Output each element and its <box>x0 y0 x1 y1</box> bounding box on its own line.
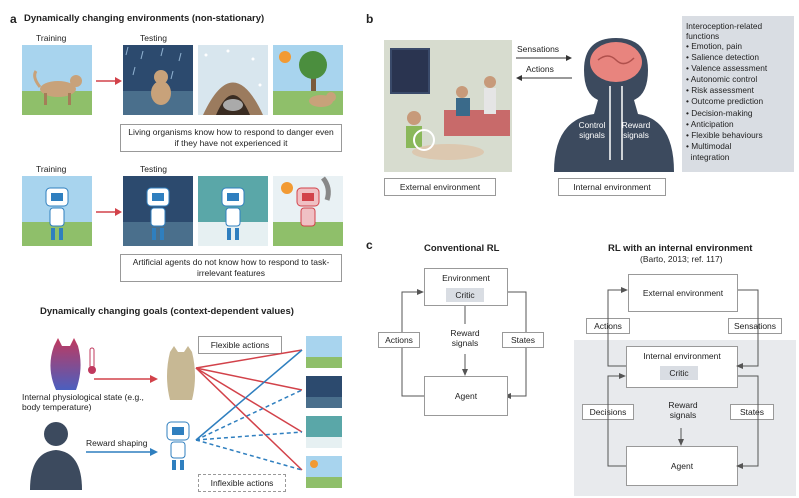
sensations-label: Sensations <box>517 44 560 54</box>
goal-scene-2 <box>306 376 342 408</box>
int-agent-box: Agent <box>626 446 738 486</box>
robot-icon <box>45 187 69 240</box>
robot-fire-icon <box>281 176 331 227</box>
inflexible-actions-box: Inflexible actions <box>198 474 286 492</box>
conv-environment-box: Environment <box>424 268 508 306</box>
interoception-list: Interoception-related functions • Emotio… <box>682 16 794 172</box>
goal-scene-3 <box>306 416 342 448</box>
intero-item: • Valence assessment <box>686 63 768 74</box>
conv-reward-label: Reward signals <box>450 328 480 348</box>
actions-label-b: Actions <box>526 64 554 74</box>
int-states-box: States <box>730 404 774 420</box>
internal-rl-subtitle: (Barto, 2013; ref. 117) <box>640 254 723 264</box>
conventional-rl-title: Conventional RL <box>424 243 500 254</box>
conv-states-box: States <box>502 332 544 348</box>
robot-rain-icon <box>146 187 170 240</box>
robot-testing-scene-fire <box>273 176 343 246</box>
training-scene-robot <box>22 176 92 246</box>
panel-a-letter: a <box>10 12 17 26</box>
cat-walking-icon <box>33 70 82 105</box>
intero-item: • Risk assessment <box>686 85 754 96</box>
intero-item: • Anticipation <box>686 118 734 129</box>
rain-icon <box>125 46 182 105</box>
intero-item: • Salience detection <box>686 52 760 63</box>
testing-scene-snow-cave <box>198 45 268 115</box>
training-label-top: Training <box>36 33 67 43</box>
physio-label: Internal physiological state (e.g., body… <box>22 392 144 412</box>
goal-arrows <box>195 349 303 471</box>
cat-sitting-icon <box>167 346 195 400</box>
goals-title: Dynamically changing goals (context-depe… <box>40 306 294 317</box>
goal-scene-1 <box>306 336 342 368</box>
robot-snow-icon <box>221 187 245 240</box>
int-sensations-box: Sensations <box>728 318 782 334</box>
reward-shaping-arrow <box>86 448 158 456</box>
intero-item: integration <box>686 151 730 162</box>
testing-label-top: Testing <box>140 33 167 43</box>
panel-c-letter: c <box>366 238 373 252</box>
snow-cave-icon <box>203 49 263 115</box>
conv-critic-box: Critic <box>446 288 484 302</box>
int-reward-label: Reward signals <box>668 400 698 420</box>
intero-item: • Flexible behaviours <box>686 129 763 140</box>
testing-label-bottom: Testing <box>140 164 167 174</box>
intero-item: • Multimodal <box>686 140 732 151</box>
conv-agent-box: Agent <box>424 376 508 416</box>
int-external-box: External environment <box>628 274 738 312</box>
training-scene-cat <box>22 45 92 115</box>
panel-b-letter: b <box>366 12 374 26</box>
int-internal-label: Internal environment <box>643 351 721 361</box>
living-room-icon <box>384 40 512 172</box>
human-body-brain-icon <box>554 38 674 172</box>
intero-item: • Autonomic control <box>686 74 758 85</box>
intero-item: • Emotion, pain <box>686 41 742 51</box>
robot-testing-scene-snow <box>198 176 268 246</box>
internal-env-caption: Internal environment <box>558 178 666 196</box>
robot-testing-scene-rain <box>123 176 193 246</box>
sensations-arrow <box>516 55 572 61</box>
intero-title: Interoception-related functions <box>686 21 763 41</box>
internal-rl-arrows <box>607 287 759 469</box>
internal-rl-title: RL with an internal environment <box>608 243 753 254</box>
int-critic-box: Critic <box>660 366 698 380</box>
external-environment-image <box>384 40 512 172</box>
flexible-actions-box: Flexible actions <box>198 336 282 354</box>
training-to-testing-arrow-1 <box>96 77 122 85</box>
intero-item: • Decision-making <box>686 107 753 118</box>
testing-scene-sun <box>273 45 343 115</box>
human-silhouette-icon <box>30 422 82 490</box>
sun-tree-icon <box>279 51 336 107</box>
reward-shaping-label: Reward shaping <box>86 438 148 448</box>
robot-goal-icon <box>166 421 190 470</box>
control-signals-label: Control signals <box>578 120 606 140</box>
external-env-caption: External environment <box>384 178 496 196</box>
cat-gradient-icon <box>50 338 96 390</box>
conv-environment-label: Environment <box>442 273 490 283</box>
nonstationary-title: Dynamically changing environments (non-s… <box>24 13 265 24</box>
training-to-testing-arrow-2 <box>96 208 122 216</box>
actions-arrow-b <box>516 75 572 81</box>
agent-caption: Artificial agents do not know how to res… <box>120 254 342 282</box>
intero-item: • Outcome prediction <box>686 96 764 107</box>
goal-scene-4 <box>306 456 342 488</box>
physio-arrow <box>94 375 158 383</box>
reward-signals-label-b: Reward signals <box>621 120 651 140</box>
organism-caption: Living organisms know how to respond to … <box>120 124 342 152</box>
training-label-bottom: Training <box>36 164 67 174</box>
testing-scene-rain <box>123 45 193 115</box>
conv-actions-box: Actions <box>378 332 420 348</box>
